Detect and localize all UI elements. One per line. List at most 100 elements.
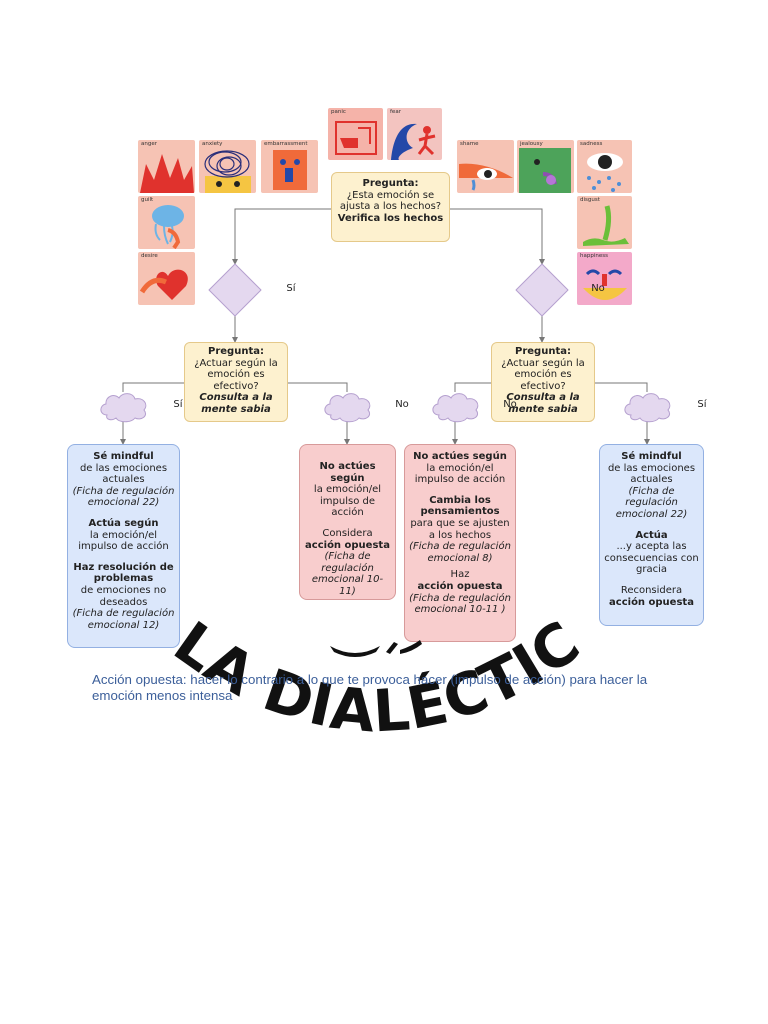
right-pink-l3-bold: acción opuesta	[417, 580, 503, 592]
right-pink-l2-bold: Cambia los pensamientos	[420, 494, 500, 518]
desire-label: desire	[141, 253, 158, 259]
left-blue-l2-bold: Actúa según	[88, 517, 159, 529]
left-question-body: ¿Actuar según la emoción es efectivo?	[194, 357, 278, 392]
left-blue-l1-bold: Sé mindful	[93, 451, 154, 462]
cloud-left-yes: Sí	[97, 389, 183, 423]
sadness-label: sadness	[580, 141, 603, 147]
right-blue-box: Sé mindful de las emociones actuales (Fi…	[599, 444, 704, 626]
left-blue-l1-text: de las emociones actuales	[79, 462, 168, 486]
left-pink-l2-ref: (Ficha de regulación emocional 10-11)	[311, 551, 384, 597]
left-pink-l2-bold: acción opuesta	[305, 539, 390, 551]
right-blue-l3-bold: acción opuesta	[609, 596, 694, 608]
embarrassment-tile: embarrassment	[261, 140, 318, 193]
guilt-icon	[152, 205, 184, 249]
fear-tile: fear	[387, 108, 442, 160]
embarrassment-icon	[273, 150, 307, 190]
right-blue-l3-text: Reconsidera	[620, 584, 683, 596]
right-pink-l1-bold: No actúes según	[413, 451, 507, 462]
cloud-left-no-shape	[324, 393, 371, 423]
right-blue-l1-text: de las emociones actuales	[607, 462, 696, 486]
watermark-arc: LA DIALÉCTIC	[162, 607, 592, 745]
right-question-body: ¿Actuar según la emoción es efectivo?	[501, 357, 585, 392]
shame-tile: shame	[457, 140, 514, 193]
right-pink-l3-text: Haz	[450, 569, 470, 581]
diamond-no-shape	[515, 263, 569, 317]
cloud-right-no-label: No	[503, 399, 517, 410]
right-pink-l2-text: para que se ajusten a los hechos	[410, 517, 510, 541]
anger-tile: anger	[138, 140, 195, 193]
desire-icon	[139, 269, 188, 300]
embarrassment-label: embarrassment	[264, 141, 308, 147]
right-question-action: Consulta a la mente sabia	[506, 392, 580, 415]
left-blue-box: Sé mindful de las emociones actuales (Fi…	[67, 444, 180, 648]
fear-label: fear	[390, 109, 401, 115]
shame-label: shame	[460, 141, 479, 147]
cloud-left-yes-shape	[100, 393, 147, 423]
sadness-icon	[587, 153, 623, 192]
guilt-label: guilt	[141, 197, 154, 203]
right-pink-box: No actúes según la emoción/el impulso de…	[404, 444, 516, 642]
disgust-tile: disgust	[577, 196, 632, 249]
right-blue-l2-text: ...y acepta las consecuencias con gracia	[604, 541, 699, 576]
right-blue-l1-ref: (Ficha de regulación emocional 22)	[615, 485, 688, 520]
anxiety-tile: anxiety	[199, 140, 256, 193]
top-question-body: ¿Esta emoción se ajusta a los hechos?	[339, 189, 442, 213]
top-question-action: Verifica los hechos	[337, 212, 444, 224]
left-blue-l3-text: de emociones no deseados	[80, 584, 167, 608]
happiness-label: happiness	[580, 253, 608, 259]
left-blue-l1-ref: (Ficha de regulación emocional 22)	[72, 485, 175, 509]
top-question-box: Pregunta: ¿Esta emoción se ajusta a los …	[331, 172, 450, 242]
jealousy-tile: jealousy	[517, 140, 574, 193]
caption-text: Acción opuesta: hacer lo contrario a lo …	[92, 672, 648, 703]
left-pink-l2-text: Considera	[322, 527, 373, 539]
cloud-right-no-shape	[432, 393, 479, 423]
guilt-tile: guilt	[138, 196, 195, 249]
cloud-right-yes-shape	[624, 393, 671, 423]
right-blue-l1-bold: Sé mindful	[621, 451, 682, 462]
diamond-yes-shape	[208, 263, 262, 317]
anxiety-icon	[204, 150, 251, 193]
jealousy-icon	[519, 148, 571, 193]
cloud-left-no-label: No	[395, 399, 409, 410]
sadness-tile: sadness	[577, 140, 632, 193]
cloud-left-no: No	[321, 389, 409, 423]
right-question-box: Pregunta: ¿Actuar según la emoción es ef…	[491, 342, 595, 422]
right-question-head: Pregunta:	[515, 346, 571, 357]
left-question-action: Consulta a la mente sabia	[199, 392, 273, 415]
panic-icon	[335, 121, 377, 155]
shame-icon	[459, 163, 513, 191]
anxiety-label: anxiety	[202, 141, 223, 147]
panic-tile: panic	[328, 108, 383, 160]
left-blue-l3-bold: Haz resolución de problemas	[73, 561, 174, 585]
diamond-no-label: No	[591, 283, 605, 294]
diamond-no: No	[514, 262, 605, 318]
fear-icon	[391, 123, 436, 160]
anger-label: anger	[141, 141, 157, 147]
cloud-left-yes-label: Sí	[173, 399, 183, 410]
left-question-box: Pregunta: ¿Actuar según la emoción es ef…	[184, 342, 288, 422]
jealousy-label: jealousy	[520, 141, 543, 147]
right-pink-l2-ref: (Ficha de regulación emocional 8)	[409, 541, 511, 564]
cloud-right-yes: Sí	[621, 389, 707, 423]
desire-tile: desire	[138, 252, 195, 305]
diamond-yes-label: Sí	[286, 283, 296, 294]
happiness-tile: happiness	[577, 252, 632, 305]
right-pink-l3-ref: (Ficha de regulación emocional 10-11 )	[409, 592, 511, 616]
right-pink-l1-text: la emoción/el impulso de acción	[414, 462, 506, 486]
diamond-yes: Sí	[207, 262, 296, 318]
left-blue-l3-ref: (Ficha de regulación emocional 12)	[72, 608, 175, 631]
top-question-head: Pregunta:	[362, 178, 419, 189]
disgust-icon	[583, 205, 629, 246]
anger-icon	[140, 154, 194, 193]
left-pink-l1-bold: No actúes según	[319, 461, 376, 484]
flow-connectors	[120, 208, 650, 445]
left-pink-l1-text: la emoción/el impulso de acción	[313, 484, 382, 519]
disgust-label: disgust	[580, 197, 600, 203]
cloud-right-no: No	[429, 389, 517, 423]
right-blue-l2-bold: Actúa	[635, 529, 668, 541]
left-pink-box: No actúes según la emoción/el impulso de…	[299, 444, 396, 600]
cloud-right-yes-label: Sí	[697, 399, 707, 410]
left-blue-l2-text: la emoción/el impulso de acción	[78, 529, 169, 553]
happiness-icon	[583, 269, 627, 300]
panic-label: panic	[331, 109, 346, 115]
